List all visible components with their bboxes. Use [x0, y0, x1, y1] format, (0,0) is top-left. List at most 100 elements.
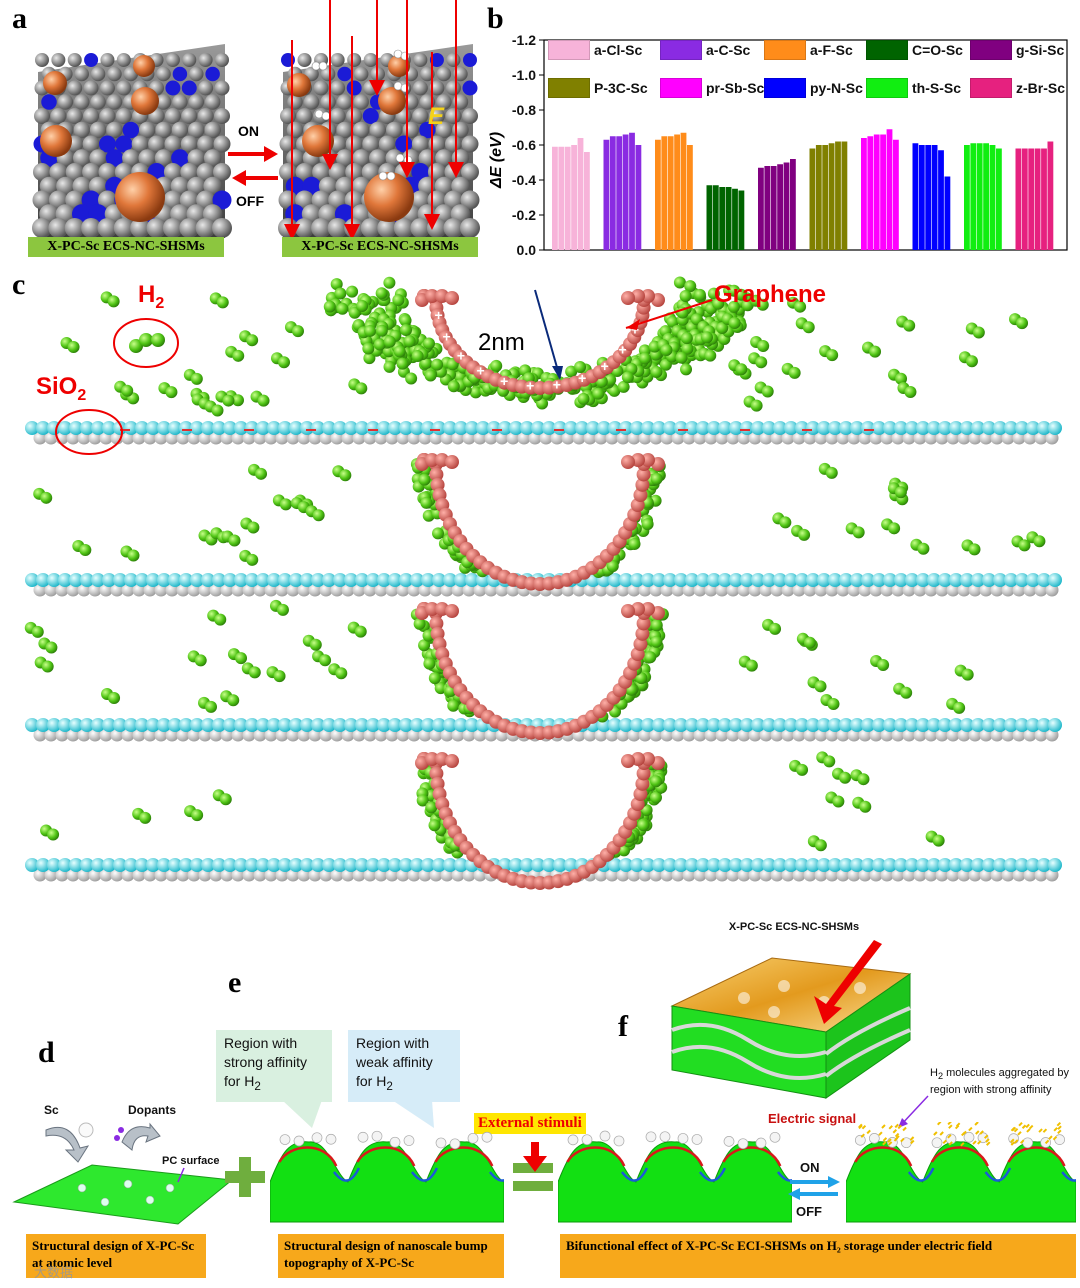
- bar-a-f-sc: [661, 136, 668, 250]
- legend-swatch: [764, 78, 806, 98]
- legend-label: g-Si-Sc: [1016, 42, 1065, 58]
- legend-swatch: [660, 40, 702, 60]
- simulation-snapshot-4: [25, 751, 1062, 890]
- binding-energy-chart: -1.2-1.0-0.8-0.6-0.4-0.20.0 ΔE (eV): [488, 32, 1068, 258]
- bar-a-f-sc: [680, 132, 687, 250]
- bump-topography-f-on: [846, 1122, 1076, 1223]
- bar-th-s-sc: [964, 145, 970, 250]
- plus-sign: [225, 1157, 265, 1197]
- legend-item: g-Si-Sc: [970, 40, 1064, 60]
- svg-text:+: +: [553, 377, 561, 393]
- panel-label-f: f: [618, 1010, 628, 1043]
- bar-z-br-sc: [1041, 148, 1047, 250]
- legend-item: a-C-Sc: [660, 40, 750, 60]
- bar-a-f-sc: [667, 136, 674, 250]
- stimuli-arrow: [523, 1142, 547, 1172]
- bar-z-br-sc: [1015, 148, 1022, 250]
- simulation-snapshot-2: [25, 453, 1062, 597]
- legend-label: z-Br-Sc: [1016, 80, 1066, 96]
- bar-g-si-sc: [790, 159, 796, 250]
- bar-g-si-sc: [758, 167, 764, 250]
- bar-a-c-sc: [622, 134, 629, 250]
- legend-swatch: [764, 40, 806, 60]
- legend-swatch: [866, 40, 908, 60]
- legend-item: a-F-Sc: [764, 40, 853, 60]
- bar-c-o-sc: [738, 190, 745, 250]
- h2-annotation: H2: [113, 281, 179, 368]
- strong-affinity-callout: Region with strong affinity for H2: [216, 1030, 332, 1102]
- bar-a-cl-sc: [577, 138, 584, 250]
- svg-text:+: +: [619, 341, 627, 357]
- bar-py-n-sc: [944, 176, 951, 250]
- callout-tails: [282, 1100, 434, 1128]
- bump-topography-e: [270, 1130, 504, 1223]
- pc-surface-label: PC surface: [162, 1155, 219, 1167]
- bar-c-o-sc: [706, 185, 713, 250]
- on-label-f: ON: [800, 1160, 820, 1175]
- svg-text:+: +: [457, 347, 465, 363]
- caption-e: Structural design of nanoscale bump topo…: [278, 1234, 504, 1278]
- legend-label: a-C-Sc: [706, 42, 751, 58]
- bar-z-br-sc: [1034, 148, 1041, 250]
- bar-z-br-sc: [1047, 141, 1054, 250]
- svg-text:+: +: [435, 307, 443, 323]
- off-label-f: OFF: [796, 1204, 822, 1219]
- simulation-snapshot-1: +++++++++++: [25, 276, 1062, 445]
- legend-item: pr-Sb-Sc: [660, 78, 764, 98]
- bar-a-c-sc: [635, 145, 642, 250]
- svg-text:+: +: [578, 370, 586, 386]
- bar-a-cl-sc: [571, 145, 577, 250]
- h2-label: H2: [138, 281, 164, 312]
- scale-label: 2nm: [478, 329, 525, 356]
- bar-p-3c-sc: [828, 143, 835, 250]
- bar-c-o-sc: [732, 188, 738, 250]
- legend-label: py-N-Sc: [810, 80, 863, 96]
- left-surface-model: [32, 44, 232, 238]
- bar-a-f-sc: [655, 139, 661, 250]
- watermark: 大数据: [34, 1265, 74, 1280]
- bar-g-si-sc: [770, 166, 777, 250]
- sio2-label: SiO2: [36, 373, 86, 404]
- bar-z-br-sc: [1021, 148, 1028, 250]
- y-tick-label: -0.8: [512, 102, 536, 118]
- dopants-label: Dopants: [128, 1103, 176, 1117]
- y-tick-label: -0.6: [512, 137, 536, 153]
- legend-label: a-Cl-Sc: [594, 42, 643, 58]
- bar-th-s-sc: [996, 148, 1002, 250]
- material-label-f: X-PC-Sc ECS-NC-SHSMs: [729, 921, 859, 933]
- bar-g-si-sc: [777, 164, 783, 250]
- on-off-arrows-f: [788, 1176, 840, 1200]
- y-tick-label: -0.2: [512, 207, 536, 223]
- on-off-arrows: ON OFF: [228, 123, 278, 209]
- panel-c-simulation: +++++++++++ H2 SiO2 Graphene 2nm: [24, 276, 1062, 890]
- legend-label: pr-Sb-Sc: [706, 80, 765, 96]
- bar-g-si-sc: [783, 162, 790, 250]
- bar-p-3c-sc: [809, 148, 816, 250]
- simulation-snapshot-3: [24, 599, 1062, 742]
- bar-a-f-sc: [674, 134, 680, 250]
- panel-d-illustration: Sc Dopants PC surface: [12, 1103, 234, 1225]
- field-label: E: [428, 103, 445, 130]
- panel-label-e: e: [228, 966, 242, 999]
- y-axis-label: ΔE (eV): [488, 132, 505, 189]
- bar-pr-sb-sc: [873, 134, 880, 250]
- bar-p-3c-sc: [822, 145, 829, 250]
- graphene-label: Graphene: [714, 281, 826, 308]
- svg-text:+: +: [443, 328, 451, 344]
- bar-py-n-sc: [925, 145, 932, 250]
- bar-c-o-sc: [712, 185, 719, 250]
- external-stimuli-label: External stimuli: [474, 1113, 586, 1134]
- bar-th-s-sc: [976, 143, 983, 250]
- legend-item: a-Cl-Sc: [548, 40, 642, 60]
- bar-c-o-sc: [719, 187, 726, 250]
- bar-py-n-sc: [931, 145, 938, 250]
- bar-a-cl-sc: [558, 146, 565, 250]
- bump-topography-f-off: [558, 1130, 792, 1223]
- legend-item: py-N-Sc: [764, 78, 863, 98]
- caption-left-a: X-PC-Sc ECS-NC-SHSMs: [28, 237, 224, 257]
- legend-swatch: [866, 78, 908, 98]
- bar-pr-sb-sc: [867, 136, 874, 250]
- bar-a-c-sc: [609, 136, 616, 250]
- bar-th-s-sc: [983, 143, 989, 250]
- svg-text:+: +: [526, 378, 534, 394]
